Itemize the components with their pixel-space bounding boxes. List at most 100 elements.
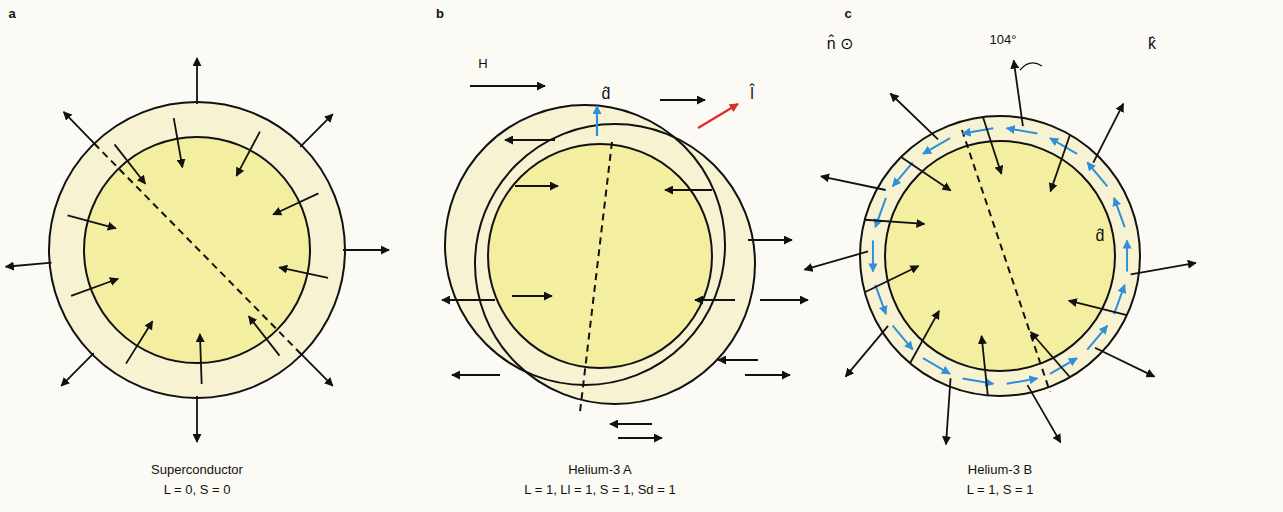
helium3b-sphere xyxy=(804,60,1195,444)
vector-arrow xyxy=(695,299,735,301)
vector-arrow xyxy=(61,353,94,386)
vector-arrow xyxy=(865,220,925,224)
vector-arrow xyxy=(983,117,1001,174)
vector-arrow xyxy=(196,396,198,442)
vector-arrow xyxy=(512,295,552,297)
vector-arrow xyxy=(452,374,500,376)
angle-label: 104° xyxy=(990,32,1017,48)
field-label: H xyxy=(478,56,487,72)
vector-arrow xyxy=(923,358,950,374)
inner-core xyxy=(488,144,712,368)
vector-arrow xyxy=(515,185,558,187)
vector-arrow xyxy=(196,58,198,104)
shell-outline xyxy=(475,124,755,404)
vector-arrow xyxy=(875,285,886,314)
vector-arrow xyxy=(665,189,712,191)
vector-arrow xyxy=(846,326,889,377)
vector-arrow xyxy=(442,299,495,301)
vector-arrow xyxy=(698,104,738,128)
vector-arrow xyxy=(115,144,146,183)
vector-arrow xyxy=(760,299,808,301)
panel-letter: b xyxy=(436,6,444,22)
vector-arrow xyxy=(893,326,913,350)
quantum-numbers: L = 1, Ll = 1, S = 1, Sd = 1 xyxy=(524,482,675,498)
panel-letter: a xyxy=(8,6,15,22)
vector-arrow xyxy=(200,334,202,384)
quantum-numbers: L = 1, S = 1 xyxy=(967,482,1034,498)
inner-core xyxy=(885,141,1115,371)
outer-shell xyxy=(860,116,1140,396)
panel-caption: Helium-3 B xyxy=(968,462,1032,478)
vector-arrow xyxy=(126,321,152,363)
vector-arrow xyxy=(279,267,328,277)
vector-arrow xyxy=(64,112,96,145)
vector-arrow xyxy=(946,378,951,444)
vector-label: k̂ xyxy=(1148,34,1156,53)
vector-arrow xyxy=(963,378,994,383)
vector-arrow xyxy=(901,157,951,191)
vector-arrow xyxy=(804,251,868,269)
vector-arrow xyxy=(1050,135,1070,192)
vector-arrow xyxy=(875,198,886,227)
axis-dashed-line xyxy=(94,144,301,355)
vector-arrow xyxy=(748,239,792,241)
vector-arrow xyxy=(618,437,662,439)
shell-fill xyxy=(475,124,755,404)
vector-arrow xyxy=(745,374,790,376)
vector-label: l̂ xyxy=(750,84,754,103)
vector-arrow xyxy=(1007,128,1038,133)
vector-arrow xyxy=(821,176,886,190)
helium3a-sphere xyxy=(442,86,808,438)
vector-arrow xyxy=(718,359,758,361)
panel-caption: Superconductor xyxy=(151,462,243,478)
axis-dashed-line xyxy=(962,130,1050,392)
vector-arrow xyxy=(300,114,333,147)
quantum-numbers: L = 0, S = 0 xyxy=(164,482,231,498)
vector-arrow xyxy=(1014,60,1023,126)
panel-letter: c xyxy=(844,6,851,22)
axis-dashed-line xyxy=(580,142,612,412)
vector-arrow xyxy=(1069,301,1127,316)
vector-label: d̂ xyxy=(1096,226,1105,245)
vector-arrow xyxy=(1131,263,1196,275)
vector-arrow xyxy=(6,263,52,267)
shell-outline xyxy=(445,105,725,385)
vector-arrow xyxy=(505,139,555,141)
vector-arrow xyxy=(273,193,318,214)
vector-arrow xyxy=(1007,378,1038,383)
vector-arrow xyxy=(923,138,950,154)
vector-arrow xyxy=(1126,240,1128,271)
vector-arrow xyxy=(1114,198,1125,227)
vector-arrow xyxy=(890,94,938,140)
vector-arrow xyxy=(610,423,652,425)
angle-arc xyxy=(1020,63,1042,70)
vector-arrow xyxy=(236,132,259,176)
vector-arrow xyxy=(1114,285,1125,314)
vector-arrow xyxy=(865,266,919,292)
vector-arrow xyxy=(1093,104,1123,163)
inner-core xyxy=(84,137,310,363)
vector-arrow xyxy=(1087,162,1107,186)
vector-arrow xyxy=(660,99,705,101)
vector-arrow xyxy=(249,316,280,355)
vector-arrow xyxy=(68,215,116,228)
vector-arrow xyxy=(1050,358,1077,374)
vector-arrow xyxy=(872,240,874,271)
superconductor-sphere xyxy=(6,58,389,442)
vector-arrow xyxy=(596,106,598,136)
vector-label: d̂ xyxy=(602,84,611,103)
vector-arrow xyxy=(1087,326,1107,350)
vector-arrow xyxy=(300,353,333,386)
panel-caption: Helium-3 A xyxy=(568,462,632,478)
vector-label: n̂ ⊙ xyxy=(827,34,854,53)
vector-arrow xyxy=(910,311,939,363)
vector-arrow xyxy=(174,118,183,167)
vector-arrow xyxy=(71,279,118,296)
vector-arrow xyxy=(982,336,988,396)
vector-arrow xyxy=(893,162,913,186)
vector-arrow xyxy=(470,85,545,87)
vector-arrow xyxy=(1095,348,1154,377)
